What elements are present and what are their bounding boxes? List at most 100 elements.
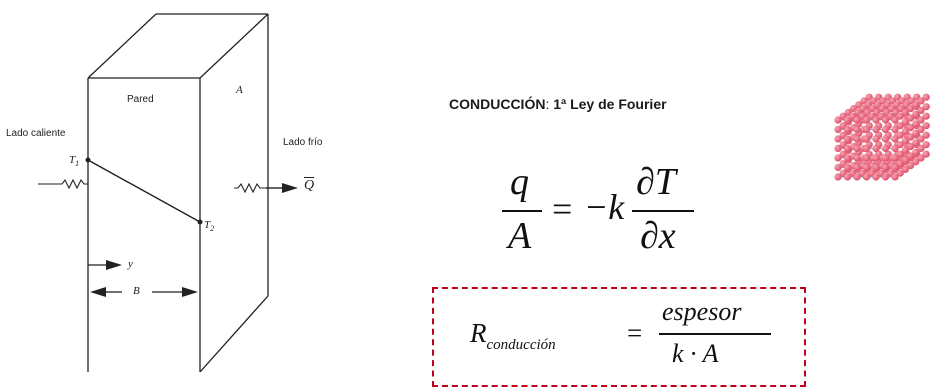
fourier-a: A: [508, 215, 532, 257]
lattice-atom: [907, 124, 915, 132]
lattice-atom: [853, 116, 861, 124]
lattice-atom: [862, 173, 871, 181]
lattice-atom: [891, 125, 899, 134]
lattice-atom: [853, 163, 861, 172]
temperature-profile-line: [87, 159, 201, 223]
lattice-atom: [872, 125, 880, 134]
heat-q-label: Q: [304, 178, 315, 193]
lattice-atom: [917, 144, 925, 153]
b-label: B: [133, 285, 140, 297]
lattice-atom: [891, 163, 899, 172]
lattice-atom: [843, 173, 852, 181]
lattice-atom: [901, 156, 909, 164]
lattice-atom: [922, 122, 930, 130]
lattice-atom: [896, 169, 904, 177]
lattice-atom: [907, 114, 915, 122]
resistance-r: Rconducción: [470, 318, 556, 353]
title-separator: :: [545, 96, 554, 112]
lattice-atom: [891, 116, 899, 124]
lattice-atom: [843, 116, 852, 124]
lattice-atom: [862, 144, 871, 153]
fourier-left-fraction-bar: [502, 210, 542, 212]
fourier-dx: ∂x: [640, 215, 676, 257]
lattice-atom: [901, 165, 909, 173]
top-left-edge: [87, 13, 157, 79]
lattice-atom: [891, 135, 899, 143]
lattice-atom: [834, 135, 842, 143]
lattice-atom: [907, 162, 915, 170]
lattice-atom: [922, 93, 930, 101]
lattice-atom: [872, 135, 880, 143]
cold-side-label: Lado frío: [283, 137, 323, 148]
lattice-atom: [896, 122, 904, 130]
y-arrow-icon: [106, 260, 122, 270]
lattice-atom: [872, 116, 880, 124]
lattice-atom: [907, 152, 915, 160]
lattice-atom: [901, 118, 909, 126]
lattice-atom: [891, 154, 899, 162]
lattice-atom: [862, 125, 871, 134]
lattice-atom: [834, 173, 842, 181]
lattice-atom: [901, 146, 909, 154]
lattice-atom: [891, 173, 899, 181]
title-main: CONDUCCIÓN: [449, 96, 546, 112]
fourier-minus-k: −k: [584, 187, 625, 227]
resistance-denominator: k · A: [672, 339, 719, 368]
lattice-atom: [853, 135, 861, 143]
fourier-right-fraction-bar: [632, 210, 694, 212]
lattice-atom: [922, 112, 930, 120]
lattice-atom: [862, 116, 871, 124]
lattice-atom: [843, 154, 852, 162]
lattice-atom: [872, 144, 880, 153]
resistance-subscript: conducción: [486, 337, 556, 353]
t1-subscript: 1: [75, 159, 80, 169]
lattice-atom: [901, 127, 909, 135]
lattice-atom: [872, 154, 880, 162]
resistance-symbol: R: [470, 318, 487, 348]
title-law: 1ª Ley de Fourier: [553, 96, 667, 112]
heat-flow-arrow-icon: [282, 183, 298, 193]
lattice-atom: [922, 131, 930, 139]
lattice-atom: [912, 120, 920, 128]
wall-diagram: [38, 13, 298, 372]
lattice-atom: [907, 105, 915, 113]
y-label: y: [128, 258, 133, 270]
hot-side-label: Lado caliente: [6, 128, 66, 139]
crystal-lattice-icon: [834, 93, 930, 181]
lattice-atom: [872, 173, 880, 181]
lattice-atom: [853, 154, 861, 162]
lattice-atom: [881, 173, 890, 181]
fourier-dt: ∂T: [636, 161, 676, 203]
lattice-atom: [853, 173, 861, 181]
lattice-atom: [862, 135, 871, 143]
slide-canvas: Pared A Lado caliente Lado frío T1 T2 Q …: [6, 13, 930, 387]
lattice-atom: [917, 97, 925, 105]
lattice-atom: [907, 143, 915, 151]
lattice-atom: [896, 141, 904, 149]
lattice-atom: [843, 163, 852, 172]
bottom-right-edge: [199, 295, 269, 372]
lattice-atom: [853, 144, 861, 153]
lattice-atom: [907, 133, 915, 141]
resistance-numerator: espesor: [662, 297, 742, 326]
t1-letter: T: [69, 154, 76, 166]
t2-label: T2: [204, 219, 214, 233]
top-right-edge: [199, 13, 269, 79]
lattice-atom: [834, 125, 842, 134]
lattice-atom: [912, 101, 920, 109]
resistance-equals: =: [627, 318, 643, 348]
lattice-atom: [843, 135, 852, 143]
lattice-atom: [896, 112, 904, 120]
lattice-atom: [917, 154, 925, 162]
lattice-atom: [917, 135, 925, 143]
lattice-atom: [891, 144, 899, 153]
lattice-atom: [917, 106, 925, 115]
lattice-atom: [917, 125, 925, 134]
lattice-atom: [834, 116, 842, 124]
lattice-atom: [917, 116, 925, 124]
lattice-atom: [881, 144, 890, 153]
lattice-atom: [912, 110, 920, 118]
lattice-atom: [881, 125, 890, 134]
wall-label: Pared: [127, 94, 154, 105]
lattice-atom: [922, 141, 930, 149]
